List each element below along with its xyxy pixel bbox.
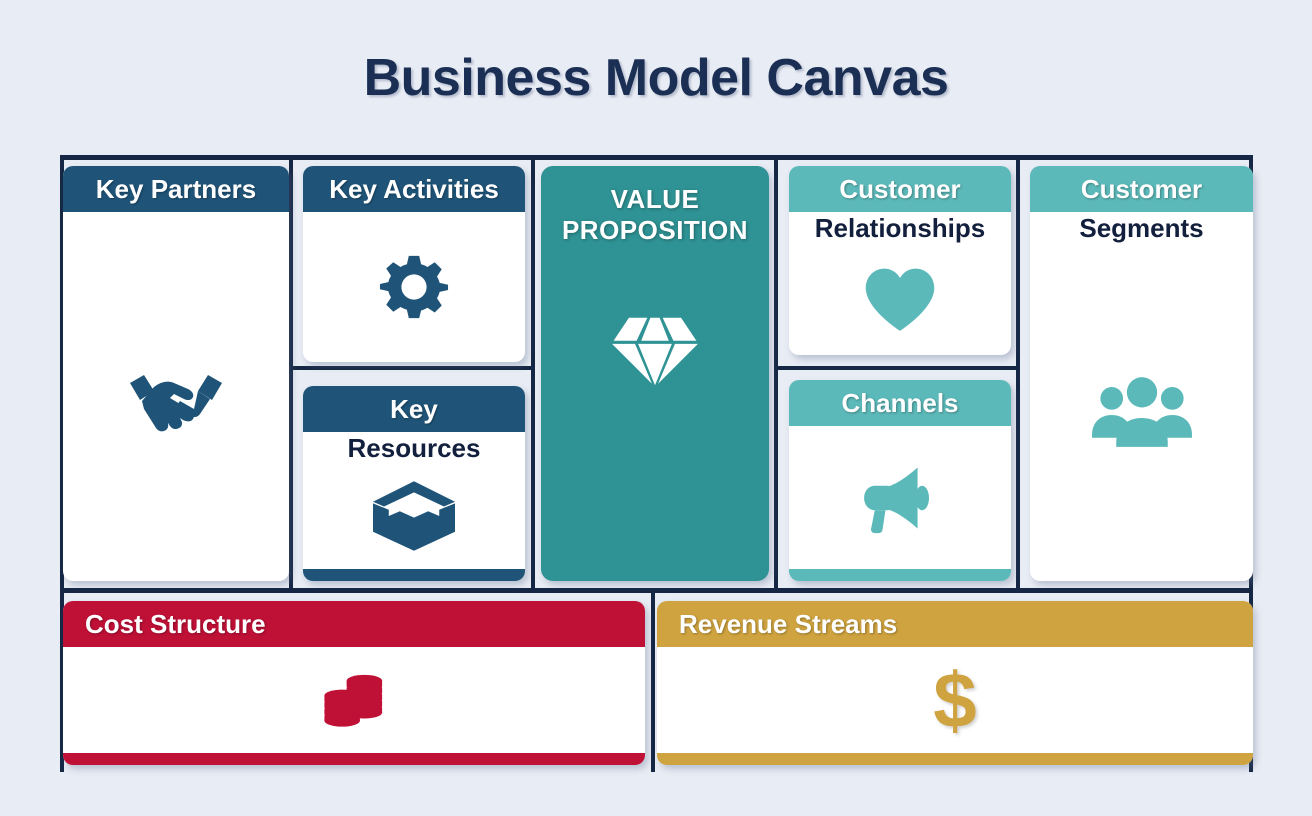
canvas-left-border bbox=[60, 155, 64, 593]
cost-structure-foot-strip bbox=[63, 753, 645, 765]
customer-segments-header: Customer bbox=[1030, 166, 1253, 212]
key-resources-foot-strip bbox=[303, 569, 525, 581]
key-activities-body bbox=[303, 212, 525, 362]
revenue-streams-header: Revenue Streams bbox=[657, 601, 1253, 647]
relationships-channels-divider bbox=[778, 366, 1016, 370]
channels-foot-strip bbox=[789, 569, 1011, 581]
block-cost-structure[interactable]: Cost Structure bbox=[63, 601, 645, 765]
key-resources-header: Key bbox=[303, 386, 525, 432]
block-channels[interactable]: Channels bbox=[789, 380, 1011, 581]
revenue-streams-body: $ bbox=[657, 647, 1253, 753]
customer-segments-body: Segments bbox=[1030, 212, 1253, 581]
box-icon bbox=[303, 462, 525, 569]
coin-stack-icon bbox=[317, 663, 391, 737]
customer-relationships-title-overflow: Relationships bbox=[814, 213, 986, 243]
customer-relationships-body: Relationships bbox=[789, 212, 1011, 355]
column-divider-2 bbox=[531, 155, 535, 593]
canvas-top-divider bbox=[60, 155, 1253, 160]
key-resources-title-overflow: Resources bbox=[347, 433, 481, 463]
value-proposition-title-line2: PROPOSITION bbox=[561, 214, 749, 245]
block-key-resources[interactable]: Key Resources bbox=[303, 386, 525, 581]
bottom-middle-divider bbox=[651, 588, 655, 772]
key-partners-header: Key Partners bbox=[63, 166, 289, 212]
activities-resources-divider bbox=[293, 366, 531, 370]
revenue-streams-foot-strip bbox=[657, 753, 1253, 765]
value-proposition-header: VALUE PROPOSITION bbox=[541, 166, 769, 245]
customer-segments-title-overflow: Segments bbox=[1079, 213, 1204, 243]
channels-header: Channels bbox=[789, 380, 1011, 426]
block-key-activities[interactable]: Key Activities bbox=[303, 166, 525, 362]
block-revenue-streams[interactable]: Revenue Streams $ bbox=[657, 601, 1253, 765]
block-value-proposition[interactable]: VALUE PROPOSITION bbox=[541, 166, 769, 581]
column-divider-3 bbox=[774, 155, 778, 593]
key-partners-body bbox=[63, 212, 289, 581]
people-group-icon bbox=[1030, 242, 1253, 581]
cost-structure-body bbox=[63, 647, 645, 753]
megaphone-icon bbox=[858, 461, 942, 535]
handshake-icon bbox=[124, 361, 228, 433]
column-divider-1 bbox=[289, 155, 293, 593]
gear-icon bbox=[377, 250, 451, 324]
key-activities-header: Key Activities bbox=[303, 166, 525, 212]
customer-relationships-header: Customer bbox=[789, 166, 1011, 212]
dollar-sign-icon: $ bbox=[933, 656, 977, 744]
value-proposition-title-line1: VALUE bbox=[610, 184, 700, 214]
cost-structure-header: Cost Structure bbox=[63, 601, 645, 647]
page-title: Business Model Canvas bbox=[363, 49, 949, 107]
block-customer-relationships[interactable]: Customer Relationships bbox=[789, 166, 1011, 355]
canvas-middle-divider bbox=[60, 588, 1253, 593]
block-customer-segments[interactable]: Customer Segments bbox=[1030, 166, 1253, 581]
column-divider-4 bbox=[1016, 155, 1020, 593]
channels-body bbox=[789, 426, 1011, 569]
diamond-icon bbox=[609, 310, 701, 390]
heart-icon bbox=[789, 242, 1011, 355]
bottom-left-border bbox=[60, 588, 64, 772]
value-proposition-body bbox=[541, 245, 769, 455]
key-resources-body: Resources bbox=[303, 432, 525, 569]
block-key-partners[interactable]: Key Partners bbox=[63, 166, 289, 581]
